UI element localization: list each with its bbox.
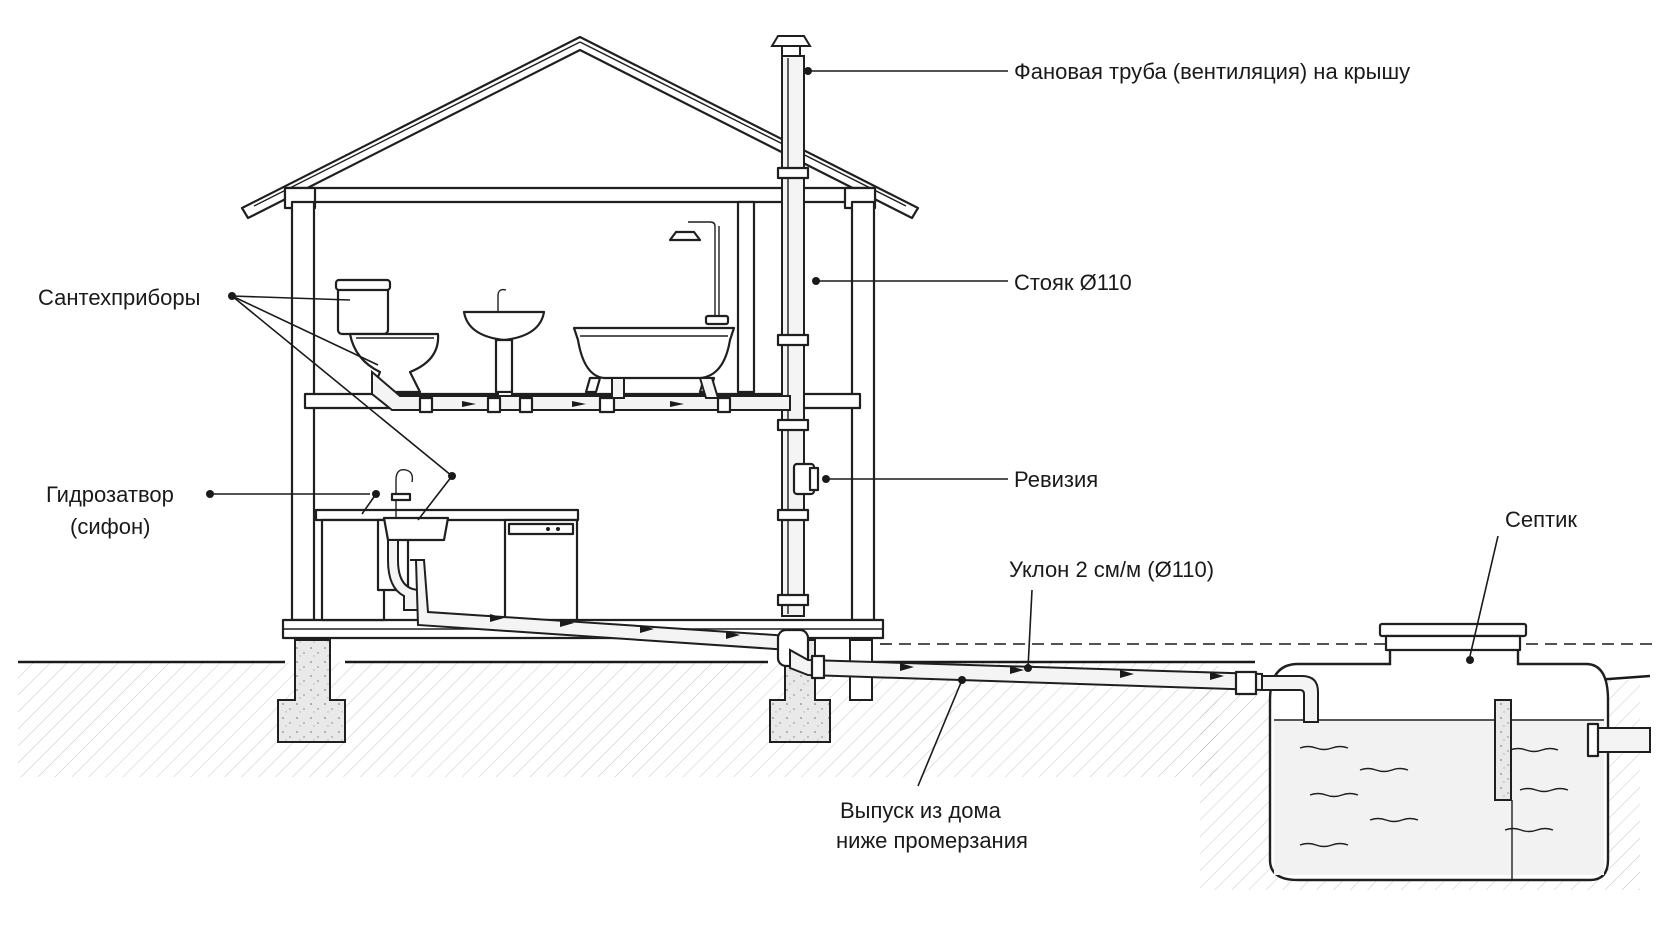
label-vent-pipe: Фановая труба (вентиляция) на крышу (1014, 59, 1410, 84)
label-outlet-line1: Выпуск из дома (840, 798, 1002, 823)
upper-drain (371, 369, 791, 414)
washbasin-icon (462, 288, 546, 394)
toilet-icon (334, 278, 440, 394)
callouts (206, 67, 1499, 787)
kitchen-sink-icon (382, 469, 450, 542)
septic-tank-icon (1261, 622, 1651, 882)
label-slope: Уклон 2 см/м (Ø110) (1009, 557, 1214, 582)
label-trap-line1: Гидрозатвор (46, 482, 174, 507)
label-trap-line2: (сифон) (70, 514, 150, 539)
label-outlet-line2: ниже промерзания (836, 828, 1028, 853)
label-stack: Стояк Ø110 (1014, 270, 1132, 295)
vent-stack (770, 35, 820, 617)
label-cleanout: Ревизия (1014, 467, 1098, 492)
label-septic: Септик (1505, 507, 1577, 532)
shower-icon (668, 221, 730, 326)
label-fixtures: Сантехприборы (38, 285, 200, 310)
lower-drain (387, 539, 810, 668)
dishwasher-icon (503, 518, 579, 622)
